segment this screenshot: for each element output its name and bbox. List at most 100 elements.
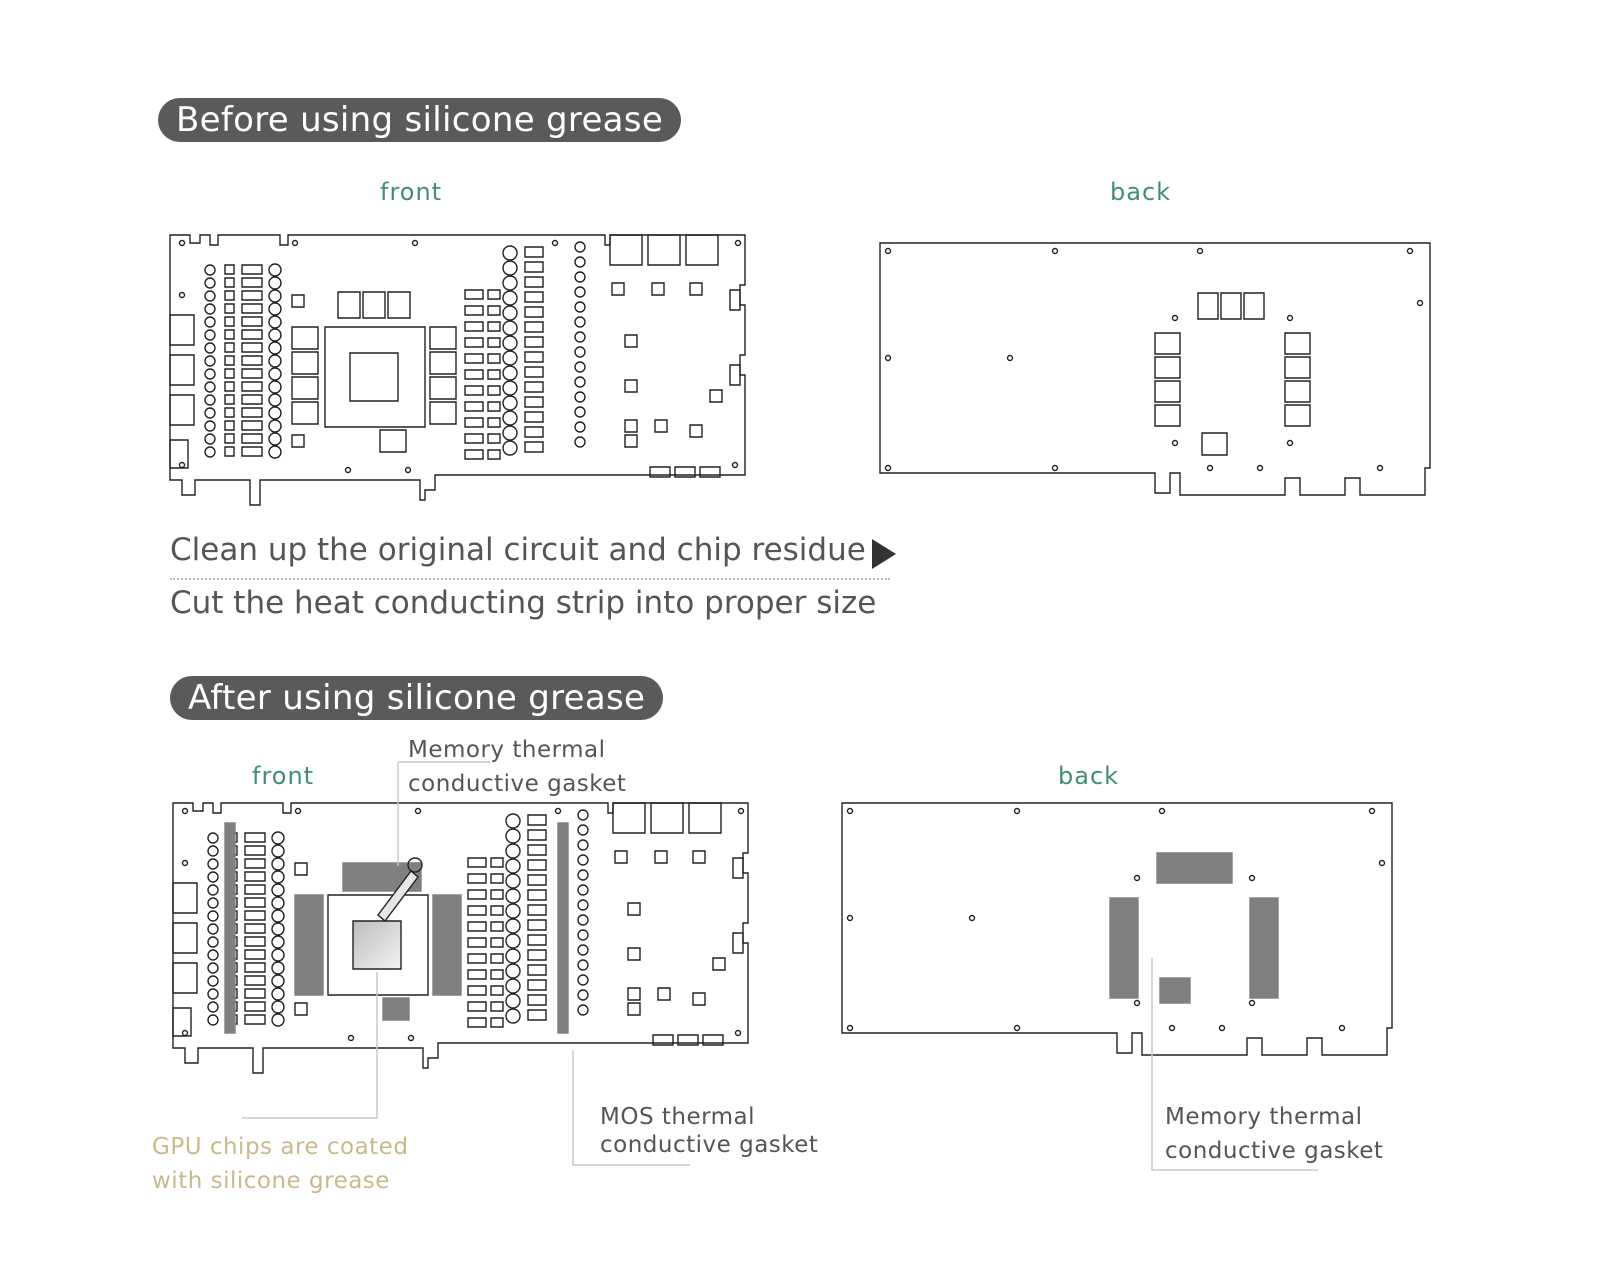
capacitor [575, 422, 585, 432]
smd-pad [488, 386, 500, 395]
memory-chip [1155, 405, 1180, 426]
mount-hole [180, 293, 185, 298]
small-chip [1202, 433, 1227, 455]
smd-pad [242, 434, 262, 443]
choke [503, 336, 517, 350]
edge-pad [730, 365, 740, 385]
smd-pad [525, 367, 543, 377]
memory-chip [1155, 333, 1180, 354]
smd-pad [528, 860, 546, 870]
smd-pad [488, 338, 500, 347]
caption-divider [170, 578, 890, 580]
mount-hole [1173, 316, 1178, 321]
capacitor [578, 825, 588, 835]
choke [503, 321, 517, 335]
capacitor [208, 963, 218, 973]
capacitor [205, 291, 215, 301]
choke [506, 979, 520, 993]
smd-pad [465, 354, 483, 363]
smd-pad [655, 420, 667, 432]
io-port [170, 355, 194, 385]
smd-pad [628, 1003, 640, 1015]
gpu-frame [328, 895, 428, 995]
memory-chip [1285, 381, 1310, 402]
smd-pad [245, 989, 265, 998]
capacitor [269, 433, 281, 445]
capacitor [272, 871, 284, 883]
mount-hole [1160, 809, 1165, 814]
capacitor [575, 407, 585, 417]
smd-pad [528, 875, 546, 885]
smd-pad [690, 283, 702, 295]
capacitor [269, 316, 281, 328]
edge-pad [733, 933, 743, 953]
smd-pad [488, 354, 500, 363]
capacitor [578, 855, 588, 865]
smd-pad [525, 307, 543, 317]
smd-pad [245, 911, 265, 920]
smd-pad [245, 924, 265, 933]
capacitor [205, 369, 215, 379]
power-connector [613, 803, 645, 833]
capacitor [578, 885, 588, 895]
capacitor [205, 421, 215, 431]
mount-hole [848, 1026, 853, 1031]
io-port [170, 440, 188, 468]
choke [503, 306, 517, 320]
smd-pad [615, 851, 627, 863]
smd-pad [678, 1035, 698, 1045]
capacitor [208, 937, 218, 947]
smd-pad [628, 903, 640, 915]
smd-pad [528, 905, 546, 915]
capacitor [208, 1002, 218, 1012]
smd-pad [242, 382, 262, 391]
smd-pad [525, 247, 543, 257]
board-outline [173, 803, 748, 1073]
smd-pad [525, 322, 543, 332]
capacitor [578, 810, 588, 820]
smd-pad [468, 970, 486, 979]
smd-pad [465, 290, 483, 299]
smd-pad [625, 435, 637, 447]
smd-pad [225, 434, 234, 443]
capacitor [208, 859, 218, 869]
smd-pad [525, 427, 543, 437]
capacitor [575, 347, 585, 357]
choke [506, 949, 520, 963]
smd-pad [525, 397, 543, 407]
capacitor [272, 988, 284, 1000]
capacitor [578, 840, 588, 850]
capacitor [272, 936, 284, 948]
capacitor [272, 975, 284, 987]
memory-chip [388, 292, 410, 318]
power-connector [651, 803, 683, 833]
power-connector [689, 803, 721, 833]
choke [506, 919, 520, 933]
power-connector [610, 235, 642, 265]
capacitor [575, 257, 585, 267]
io-port [173, 923, 197, 953]
smd-pad [528, 845, 546, 855]
capacitor [205, 343, 215, 353]
mount-hole [886, 249, 891, 254]
capacitor [269, 264, 281, 276]
memory-chip [430, 402, 456, 424]
smd-pad [242, 369, 262, 378]
edge-pad [730, 290, 740, 310]
mount-hole [1288, 316, 1293, 321]
capacitor [272, 1014, 284, 1026]
gpu-chip-greased [353, 921, 401, 969]
memory-chip [292, 377, 318, 399]
before-front-label: front [380, 178, 443, 206]
choke [506, 994, 520, 1008]
smd-pad [465, 322, 483, 331]
smd-pad [528, 1010, 546, 1020]
choke [503, 291, 517, 305]
memory-chip [363, 292, 385, 318]
after-front-board [173, 803, 763, 1088]
capacitor [205, 356, 215, 366]
smd-pad [242, 343, 262, 352]
mos-gasket-note: MOS thermal conductive gasket [600, 1104, 819, 1158]
smd-pad [245, 833, 265, 842]
